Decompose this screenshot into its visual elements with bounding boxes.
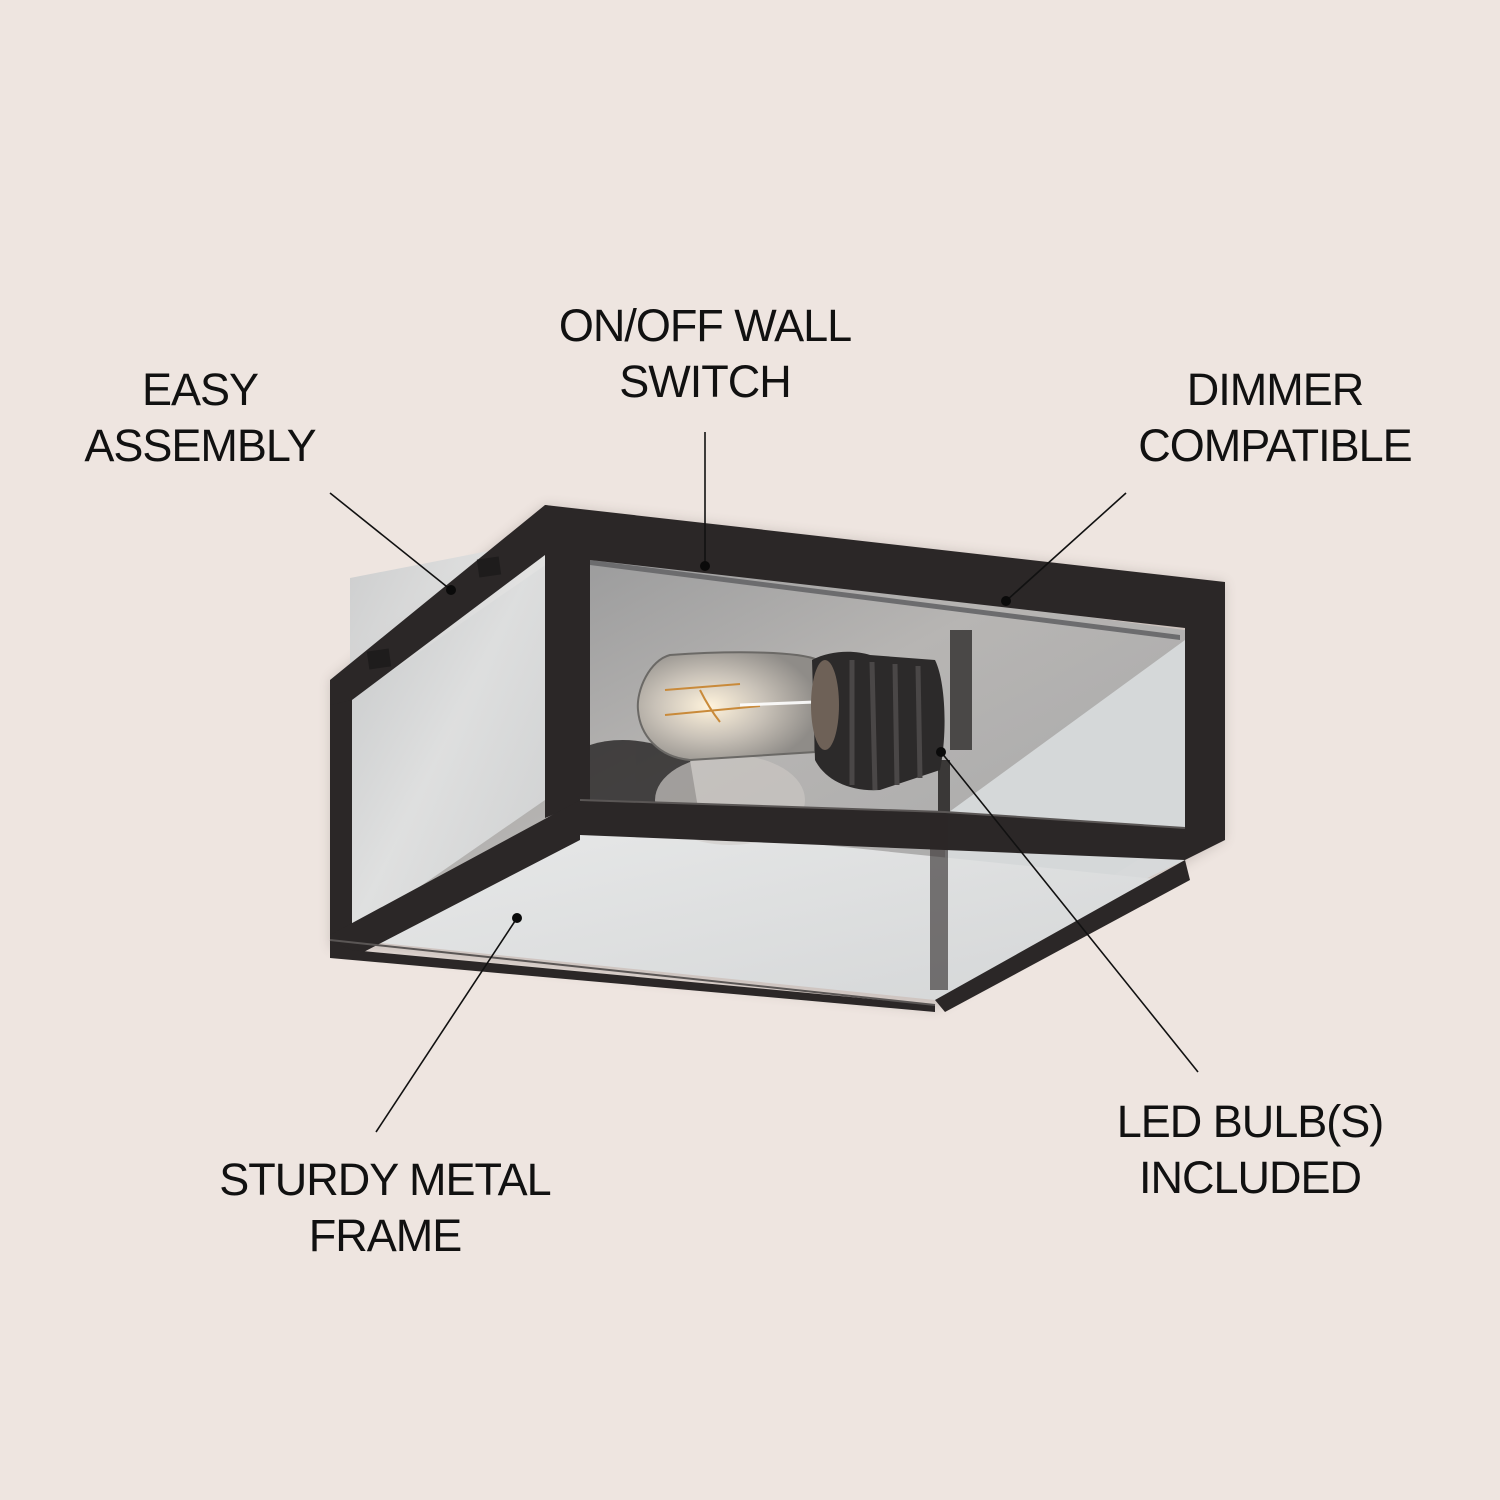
callout-text-line: SWITCH	[619, 356, 791, 407]
callout-text-line: DIMMER	[1186, 364, 1364, 415]
bulb-socket	[811, 651, 945, 791]
mounting-tab	[476, 556, 502, 578]
callout-dimmer: DIMMER COMPATIBLE	[1118, 362, 1432, 474]
callout-text-line: ASSEMBLY	[84, 420, 316, 471]
callout-wall-switch: ON/OFF WALL SWITCH	[535, 298, 875, 410]
callout-metal-frame: STURDY METAL FRAME	[200, 1152, 570, 1264]
callout-leaders	[329, 432, 1199, 1133]
callout-text-line: FRAME	[308, 1210, 463, 1261]
mounting-tab	[366, 648, 392, 670]
leader-metal-frame	[375, 917, 518, 1133]
callout-led-bulbs: LED BULB(S) INCLUDED	[1100, 1094, 1400, 1206]
callout-text-line: ON/OFF WALL	[558, 300, 852, 351]
filament-bulb	[636, 651, 820, 762]
callout-text-line: COMPATIBLE	[1138, 420, 1412, 471]
callout-text-line: EASY	[141, 364, 259, 415]
leader-easy-assembly	[329, 492, 452, 591]
leader-dimmer	[1005, 492, 1127, 602]
callout-text-line: LED BULB(S)	[1116, 1096, 1385, 1147]
callout-dots	[446, 561, 1011, 923]
mounting-rod	[950, 630, 972, 750]
callout-easy-assembly: EASY ASSEMBLY	[70, 362, 330, 474]
bottom-glass-panel	[352, 820, 1165, 1000]
callout-text-line: STURDY METAL	[219, 1154, 551, 1205]
callout-text-line: INCLUDED	[1138, 1152, 1362, 1203]
leader-led-bulbs	[940, 751, 1199, 1073]
